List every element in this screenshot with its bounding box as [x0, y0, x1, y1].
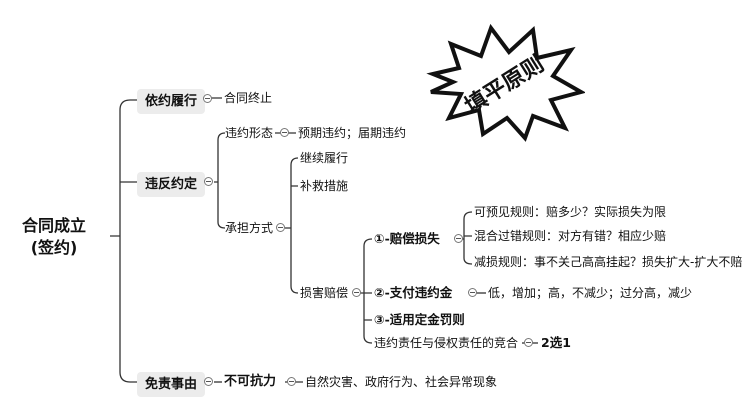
node-foreseeability-rule: 可预见规则：赔多少？实际损失为限: [474, 205, 667, 219]
collapse-icon[interactable]: [280, 128, 289, 137]
node-compensation: ①-赔偿损失: [374, 231, 440, 246]
node-liquidated-damages: ②-支付违约金: [374, 285, 453, 300]
collapse-icon[interactable]: [203, 94, 212, 103]
node-continue-performance: 继续履行: [300, 151, 349, 165]
collapse-icon[interactable]: [276, 223, 285, 232]
node-liability: 承担方式: [225, 221, 274, 235]
node-force-majeure-examples: 自然灾害、政府行为、社会异常现象: [305, 375, 498, 389]
collapse-icon[interactable]: [468, 288, 477, 297]
node-deposit-penalty: ③-适用定金罚则: [374, 312, 465, 327]
principle-stamp: 填平原则: [426, 23, 585, 142]
node-remedy: 补救措施: [300, 179, 349, 193]
node-breach-form-types: 预期违约；届期违约: [298, 126, 407, 140]
node-mitigation-rule: 减损规则：事不关己高高挂起？损失扩大-扩大不赔: [474, 255, 743, 269]
node-damages: 损害赔偿: [300, 286, 349, 300]
root-title: 合同成立: [22, 216, 87, 235]
collapse-icon[interactable]: [524, 338, 533, 347]
node-breach-form: 违约形态: [225, 126, 274, 140]
node-choose-one: 2选1: [541, 335, 571, 350]
collapse-icon[interactable]: [204, 377, 213, 386]
node-exemption: 免责事由: [137, 372, 206, 397]
node-perform: 依约履行: [137, 89, 206, 114]
collapse-icon[interactable]: [287, 377, 296, 386]
root-node: 合同成立 (签约): [22, 218, 86, 256]
root-subtitle: (签约): [30, 238, 78, 257]
node-contract-end: 合同终止: [224, 91, 273, 105]
node-mixed-fault-rule: 混合过错规则：对方有错？相应少赔: [474, 229, 667, 243]
node-concurrence: 违约责任与侵权责任的竞合: [374, 336, 519, 350]
collapse-icon[interactable]: [204, 177, 213, 186]
node-force-majeure: 不可抗力: [224, 374, 277, 389]
node-liquidated-damages-rule: 低，增加；高，不减少；过分高，减少: [488, 286, 693, 300]
collapse-icon[interactable]: [454, 234, 463, 243]
collapse-icon[interactable]: [352, 288, 361, 297]
node-breach: 违反约定: [137, 172, 206, 197]
